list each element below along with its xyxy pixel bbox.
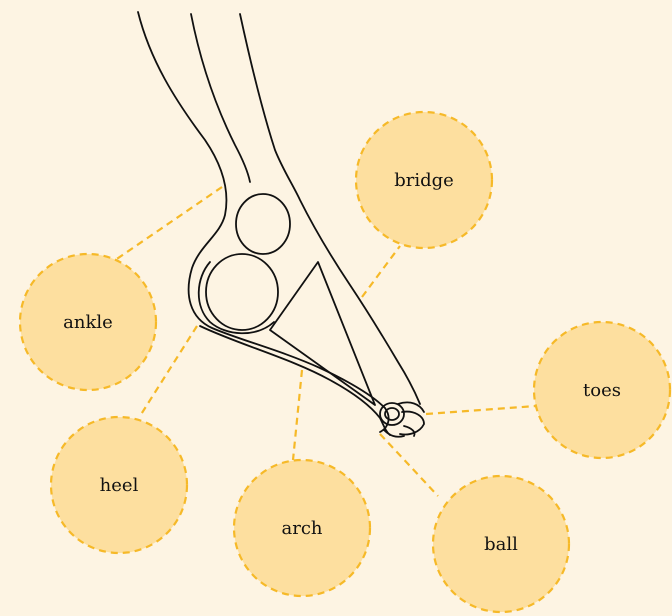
bubble-ball: ball bbox=[433, 476, 569, 612]
label-ball: ball bbox=[484, 534, 518, 555]
label-arch: arch bbox=[281, 518, 322, 539]
label-heel: heel bbox=[100, 475, 139, 496]
bubble-heel: heel bbox=[51, 417, 187, 553]
bubble-toes: toes bbox=[534, 322, 670, 458]
label-toes: toes bbox=[583, 380, 621, 401]
label-ankle: ankle bbox=[63, 312, 113, 333]
label-bridge: bridge bbox=[394, 170, 454, 191]
bubble-bridge: bridge bbox=[356, 112, 492, 248]
bubble-arch: arch bbox=[234, 460, 370, 596]
bubble-ankle: ankle bbox=[20, 254, 156, 390]
